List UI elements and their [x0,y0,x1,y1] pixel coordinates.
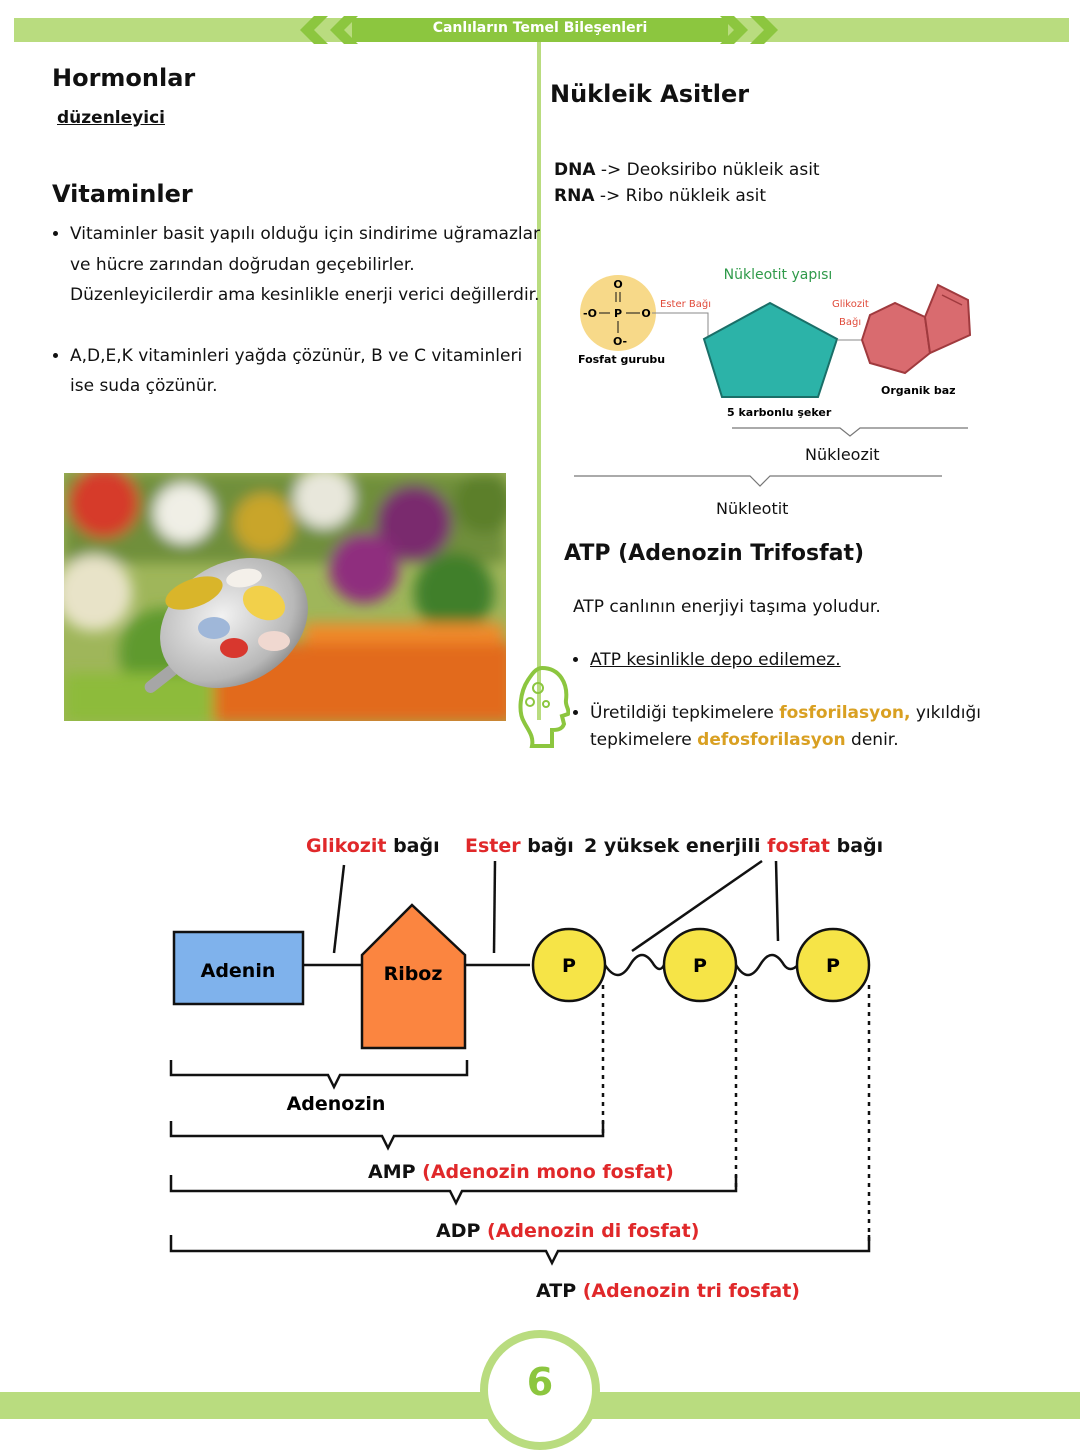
atp-bullet-1-text: ATP kesinlikle depo edilemez. [590,650,841,670]
phosphate-o-right: O [641,307,650,320]
vitamins-bullet-2: A,D,E,K vitaminleri yağda çözünür, B ve … [70,341,545,402]
sugar-pentagon [702,301,839,398]
nucleotide-label: Nükleotit [716,499,789,518]
nucleotide-braces [574,427,968,487]
atp-brace [169,1235,871,1266]
phosphate-3 [795,927,871,1003]
dna-definition: DNA -> Deoksiribo nükleik asit [554,160,820,180]
nucleotide-diagram: Nükleotit yapısı O -O P O O- Fosfat guru… [578,267,972,419]
dna-abbr: DNA [554,160,596,180]
column-divider [537,42,541,720]
nucleoside-label: Nükleozit [805,445,880,464]
phosphate-3-label: P [826,955,840,977]
atp-structure-diagram: Glikozit bağı Ester bağı 2 yüksek enerji… [169,835,883,1302]
chevron-left-icon [300,16,358,44]
base-ring-1 [860,301,932,375]
phosphate-1-label: P [562,955,576,977]
phosphate-1 [531,927,607,1003]
rna-definition: RNA -> Ribo nükleik asit [554,186,766,206]
atp-bullet-2: Üretildiği tepkimelere fosforilasyon, yı… [590,700,990,754]
atp-bullet-2-part3: denir. [845,730,899,750]
atp-bullet-2-part2: yıkıldığı tepkimelere [590,703,981,750]
amp-label: AMP (Adenozin mono fosfat) [368,1161,674,1183]
high-energy-bond-title: 2 yüksek enerjili fosfat bağı [584,835,883,857]
header-title: Canlıların Temel Bileşenleri [432,20,648,36]
base-label: Organik baz [881,384,956,397]
adenosine-label: Adenozin [287,1093,386,1115]
adenosine-brace [169,1060,469,1090]
head-profile-icon [518,665,570,748]
ester-bond-title: Ester bağı [465,835,574,857]
phosphorylation-term: fosforilasyon, [779,703,911,723]
amp-brace [169,1121,605,1151]
phosphate-o-left: -O [583,307,597,320]
atp-bullet-2-part1: Üretildiği tepkimelere [590,703,780,723]
vitamins-list: Vitaminler basit yapılı olduğu için sind… [52,219,545,402]
adenine-box [172,930,305,1006]
vitamins-title: Vitaminler [52,180,193,208]
nucleic-title: Nükleik Asitler [550,80,750,108]
sugar-label: 5 karbonlu şeker [727,406,832,419]
adp-label: ADP (Adenozin di fosfat) [436,1220,699,1242]
glycoside-bond-label-1: Glikozit [832,299,869,310]
atp-description: ATP canlının enerjiyi taşıma yoludur. [573,597,881,617]
glycoside-bond-label-2: Bağı [839,316,861,328]
header-title-pill [352,18,728,42]
hormones-title: Hormonlar [52,64,196,92]
nucleotide-diagram-title: Nükleotit yapısı [724,267,833,283]
ribose-label: Riboz [384,963,443,985]
ribose-shape [360,903,467,1050]
ester-bond-label: Ester Bağı [660,298,711,310]
chevron-right-icon [720,16,778,44]
atp-label: ATP (Adenozin tri fosfat) [536,1280,800,1302]
phosphate-o-top: O [613,278,622,291]
phosphate-p: P [614,307,622,320]
phosphate-circle [580,275,656,351]
adenine-label: Adenin [201,960,276,982]
glycoside-bond-title: Glikozit bağı [306,835,440,857]
atp-bullet-1: ATP kesinlikle depo edilemez. [590,647,990,674]
vitamins-bullet-1: Vitaminler basit yapılı olduğu için sind… [70,219,545,311]
vitamins-photo [64,473,506,721]
phosphate-2-label: P [693,955,707,977]
phosphate-2 [662,927,738,1003]
atp-bullets: ATP kesinlikle depo edilemez. Üretildiği… [572,647,990,754]
dna-def: -> Deoksiribo nükleik asit [595,160,820,180]
base-ring-2 [923,283,972,355]
rna-abbr: RNA [554,186,595,206]
atp-title: ATP (Adenozin Trifosfat) [564,541,865,566]
rna-def: -> Ribo nükleik asit [594,186,767,206]
hormones-link[interactable]: düzenleyici [57,108,165,128]
phosphate-label: Fosfat gurubu [578,353,665,366]
phosphate-o-bottom: O- [613,335,627,348]
dephosphorylation-term: defosforilasyon [697,730,846,750]
adp-brace [169,1175,738,1206]
page-number: 6 [526,1360,554,1404]
